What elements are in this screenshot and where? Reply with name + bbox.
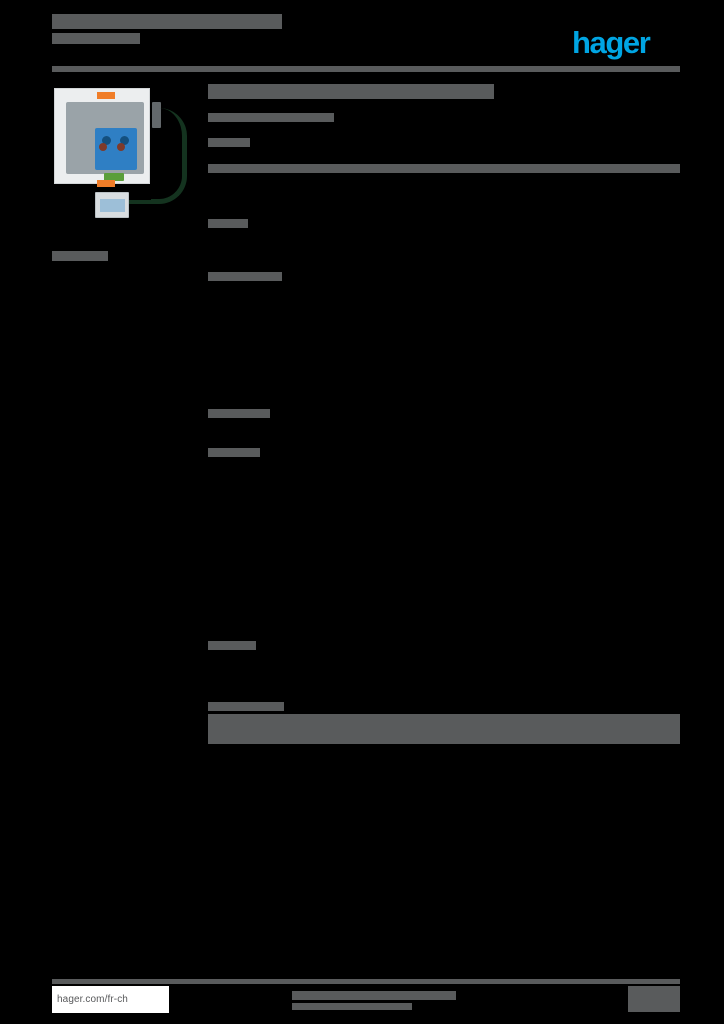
- spec-row: [208, 600, 680, 611]
- footer-website-link[interactable]: hager.com/fr-ch: [52, 986, 169, 1013]
- spec-section-spacer: [208, 435, 680, 448]
- spec-row: [208, 368, 680, 379]
- spec-row-leader: [246, 653, 334, 662]
- spec-row: [208, 544, 680, 555]
- spec-section-heading: [208, 448, 680, 457]
- trailing-note-block: [208, 714, 680, 744]
- header-title-line-1: [52, 14, 282, 29]
- spec-row: [208, 572, 680, 583]
- spec-section: [208, 409, 680, 448]
- specification-column: [208, 84, 680, 744]
- spec-section-heading-bar: [208, 272, 282, 281]
- connector-window: [100, 199, 125, 212]
- spec-section-spacer: [208, 667, 680, 680]
- spec-row: [208, 340, 680, 351]
- spec-row: [208, 530, 680, 541]
- spec-row: [208, 586, 680, 597]
- cable: [151, 108, 187, 204]
- spec-row: [208, 460, 680, 471]
- orange-tab-top-icon: [97, 92, 115, 99]
- spec-section-heading-bar: [208, 409, 270, 418]
- page-title-bar: [208, 84, 494, 99]
- contact-hole-right: [117, 143, 125, 151]
- spec-row-leader: [252, 421, 360, 430]
- trailing-section-head-bar: [208, 702, 284, 711]
- spec-section: [208, 138, 680, 219]
- spec-section-heading-bar: [208, 219, 248, 228]
- product-photo: [52, 84, 187, 239]
- spec-row: [208, 653, 680, 664]
- hager-logo-text: hager: [572, 25, 651, 60]
- orange-tab-bottom-icon: [97, 180, 115, 187]
- product-caption-bar: [52, 251, 108, 261]
- earth-contact: [104, 173, 124, 181]
- spec-section-spacer: [208, 206, 680, 219]
- spec-row: [208, 488, 680, 499]
- page-header: hager: [52, 14, 680, 64]
- header-title-line-2: [52, 33, 140, 44]
- spec-section-heading-bar: [208, 641, 256, 650]
- spec-section-heading: [208, 219, 680, 228]
- hager-logo[interactable]: hager: [572, 25, 680, 60]
- spec-row: [208, 354, 680, 365]
- spec-section-spacer: [208, 259, 680, 272]
- spec-row: [208, 502, 680, 513]
- page-title: [208, 84, 680, 99]
- contact-hole-left: [99, 143, 107, 151]
- spec-row: [208, 150, 680, 161]
- spec-row-full-bar: [208, 164, 680, 173]
- socket-faceplate: [54, 88, 150, 187]
- spec-section: [208, 641, 680, 680]
- spec-row: [208, 231, 680, 242]
- spec-section-heading: [208, 138, 680, 147]
- spec-section-heading-bar: [208, 138, 250, 147]
- header-title-block: [52, 14, 282, 44]
- spec-row: [208, 298, 680, 309]
- product-caption: [52, 251, 192, 261]
- spec-row-leader: [244, 488, 338, 497]
- spec-section-spacer: [208, 396, 680, 409]
- product-column: [52, 84, 192, 261]
- spec-section-heading: [208, 272, 680, 281]
- spec-row: [208, 284, 680, 295]
- spec-row: [208, 516, 680, 527]
- specification-sections: [208, 138, 680, 680]
- spec-section-heading: [208, 409, 680, 418]
- spec-section: [208, 448, 680, 641]
- spec-row: [208, 178, 680, 189]
- spec-section-heading: [208, 641, 680, 650]
- footer-divider: [52, 979, 680, 984]
- header-divider: [52, 66, 680, 72]
- page-subtitle: [208, 113, 680, 122]
- spec-row: [208, 558, 680, 569]
- spacer: [208, 680, 680, 702]
- spec-row: [208, 164, 680, 175]
- page-footer: hager.com/fr-ch: [52, 986, 680, 1014]
- spec-row: [208, 474, 680, 485]
- spec-section: [208, 219, 680, 272]
- connector-box: [95, 192, 129, 218]
- page-number-block: [628, 986, 680, 1012]
- trailing-section-head: [208, 702, 680, 711]
- spec-row: [208, 245, 680, 256]
- spec-row: [208, 382, 680, 393]
- spec-row: [208, 312, 680, 323]
- spec-row-leader: [238, 178, 388, 187]
- socket-body: [66, 102, 144, 181]
- spec-row: [208, 614, 680, 625]
- spec-row-leader: [262, 245, 382, 254]
- cable-tail: [128, 200, 154, 204]
- spec-row: [208, 326, 680, 337]
- footer-center-line-1: [292, 991, 456, 1000]
- spec-row: [208, 192, 680, 203]
- spec-section-heading-bar: [208, 448, 260, 457]
- spec-section-spacer: [208, 628, 680, 641]
- spec-row: [208, 421, 680, 432]
- spec-row-leader: [250, 284, 372, 293]
- page-subtitle-bar: [208, 113, 334, 122]
- footer-center-line-2: [292, 1003, 412, 1010]
- spec-section: [208, 272, 680, 409]
- footer-center-text: [292, 991, 456, 1010]
